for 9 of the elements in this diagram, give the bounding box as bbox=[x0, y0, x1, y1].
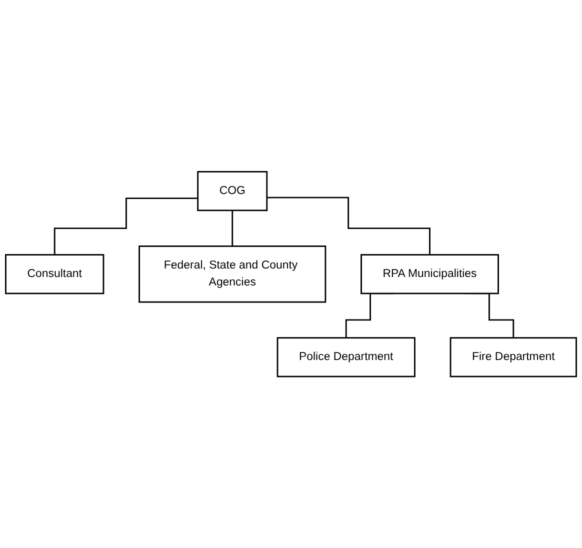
node-box: Fire Department bbox=[450, 337, 577, 378]
node-box: RPA Municipalities bbox=[360, 254, 499, 294]
connector bbox=[232, 210, 234, 247]
node-box: Consultant bbox=[5, 254, 104, 294]
node-box: COG bbox=[197, 170, 268, 211]
node-box: Federal, State and County Agencies bbox=[138, 245, 326, 303]
connector bbox=[54, 197, 198, 256]
connector bbox=[266, 196, 430, 256]
node-box: Police Department bbox=[276, 337, 416, 378]
